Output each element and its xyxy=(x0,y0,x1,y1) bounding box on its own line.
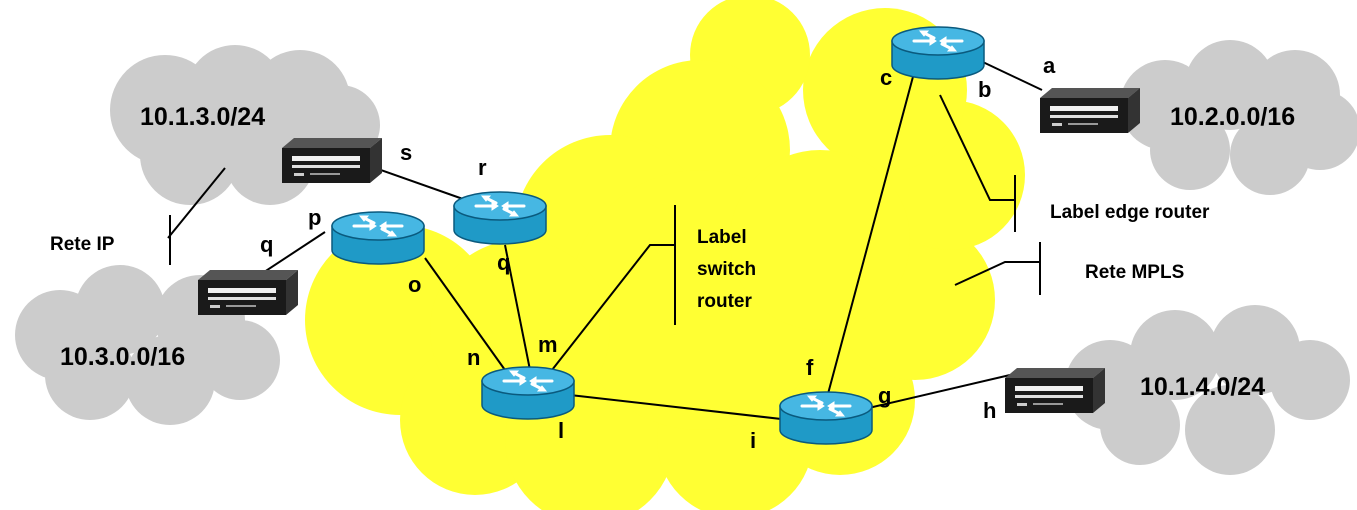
network-label-2: 10.2.0.0/16 xyxy=(1170,103,1295,131)
iface-b: b xyxy=(978,77,991,102)
iface-q-router: q xyxy=(497,250,510,275)
host-q xyxy=(198,270,298,315)
network-label-3: 10.3.0.0/16 xyxy=(60,343,185,371)
mpls-pointer xyxy=(954,261,1040,286)
link-g-h xyxy=(859,374,1011,411)
label-rete-mpls: Rete MPLS xyxy=(1085,262,1184,283)
ip-cloud-4 xyxy=(1065,305,1350,475)
ler-pointer xyxy=(939,94,1015,201)
iface-m: m xyxy=(538,332,558,357)
link-l-i xyxy=(569,394,791,421)
ip-cloud-2 xyxy=(1120,40,1357,195)
iface-q-host: q xyxy=(260,232,273,257)
label-ler: Label edge router xyxy=(1050,202,1210,223)
iface-c: c xyxy=(880,65,892,90)
router-fg xyxy=(778,390,874,446)
link-q-m xyxy=(504,244,531,371)
iface-n: n xyxy=(467,345,480,370)
router-p xyxy=(330,210,426,266)
label-lsr-line1: Label xyxy=(697,227,747,248)
host-s xyxy=(282,138,382,183)
label-lsr-line2: switch xyxy=(697,259,756,280)
link-o-n xyxy=(424,257,506,371)
iface-r: r xyxy=(478,155,487,180)
iface-l: l xyxy=(558,418,564,443)
network-label-1: 10.1.3.0/24 xyxy=(140,103,265,131)
lsr-pointer xyxy=(551,244,675,371)
label-rete-ip: Rete IP xyxy=(50,234,115,255)
network-label-4: 10.1.4.0/24 xyxy=(1140,373,1265,401)
router-l xyxy=(480,365,576,421)
iface-g: g xyxy=(878,383,891,408)
iface-p: p xyxy=(308,205,321,230)
ip-cloud-1 xyxy=(110,45,380,205)
link-f-c xyxy=(824,57,919,406)
iface-h: h xyxy=(983,398,996,423)
label-lsr-line3: router xyxy=(697,291,753,312)
host-h xyxy=(1005,368,1105,413)
router-top xyxy=(890,25,986,81)
iface-i: i xyxy=(750,428,756,453)
iface-a: a xyxy=(1043,53,1056,78)
ip-pointer xyxy=(167,167,226,239)
router-r xyxy=(452,190,548,246)
iface-s: s xyxy=(400,140,412,165)
iface-f: f xyxy=(806,355,814,380)
iface-o: o xyxy=(408,272,421,297)
host-a xyxy=(1040,88,1140,133)
pointers xyxy=(167,94,1041,371)
